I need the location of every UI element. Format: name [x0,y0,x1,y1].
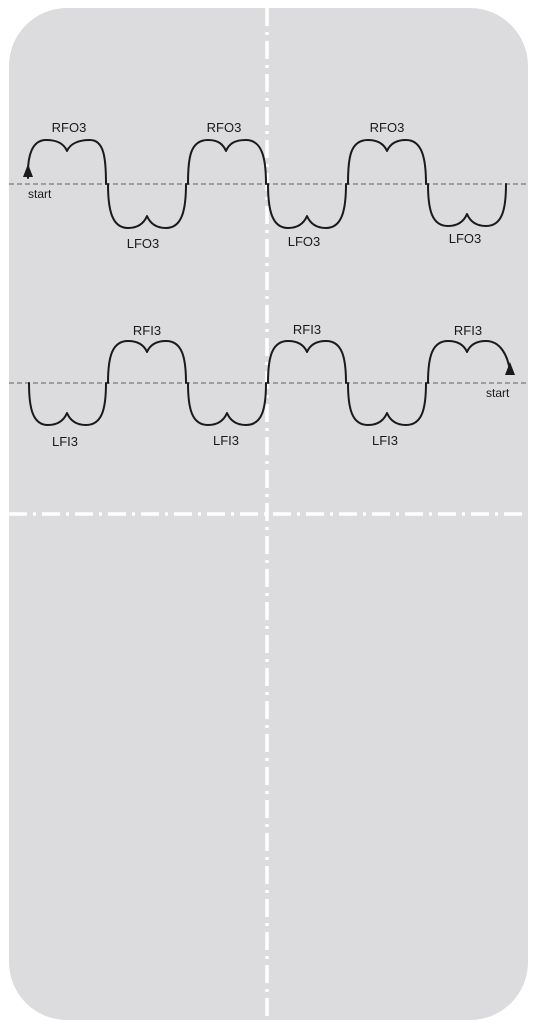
lobe-rfo3-1 [27,139,107,185]
pattern2-tracing [28,340,511,426]
pattern2-upper-label: RFI3 [133,323,161,338]
lobe-lfo3-3 [427,183,507,227]
lobe-rfo3-3 [347,139,427,185]
pattern2-upper-label: RFI3 [293,322,321,337]
lobe-rfo3-2 [187,139,267,185]
pattern1-upper-label: RFO3 [370,120,405,135]
pattern2-upper-label: RFI3 [454,323,482,338]
pattern2-lower-label: LFI3 [52,434,78,449]
pattern2-lower-label: LFI3 [213,433,239,448]
lobe-lfo3-2 [267,183,347,229]
lobe-rfi3-3 [427,340,511,384]
pattern1-upper-label: RFO3 [207,120,242,135]
pattern1-lower-label: LFO3 [288,234,321,249]
lobe-rfi3-2 [267,340,347,384]
lobe-lfi3-3 [347,382,427,426]
lobe-lfi3-1 [28,382,107,426]
pattern1-start-label: start [28,187,52,201]
start-arrow-icon [23,164,33,177]
pattern2-start-label: start [486,386,510,400]
pattern1-lower-label: LFO3 [449,231,482,246]
lobe-lfo3-1 [107,183,187,229]
pattern1-lower-label: LFO3 [127,236,160,251]
pattern1-upper-label: RFO3 [52,120,87,135]
start-arrow-icon [505,362,515,375]
pattern2-lower-label: LFI3 [372,433,398,448]
pattern1-tracing [27,139,507,229]
lobe-rfi3-1 [107,340,187,384]
lobe-lfi3-2 [187,382,267,426]
